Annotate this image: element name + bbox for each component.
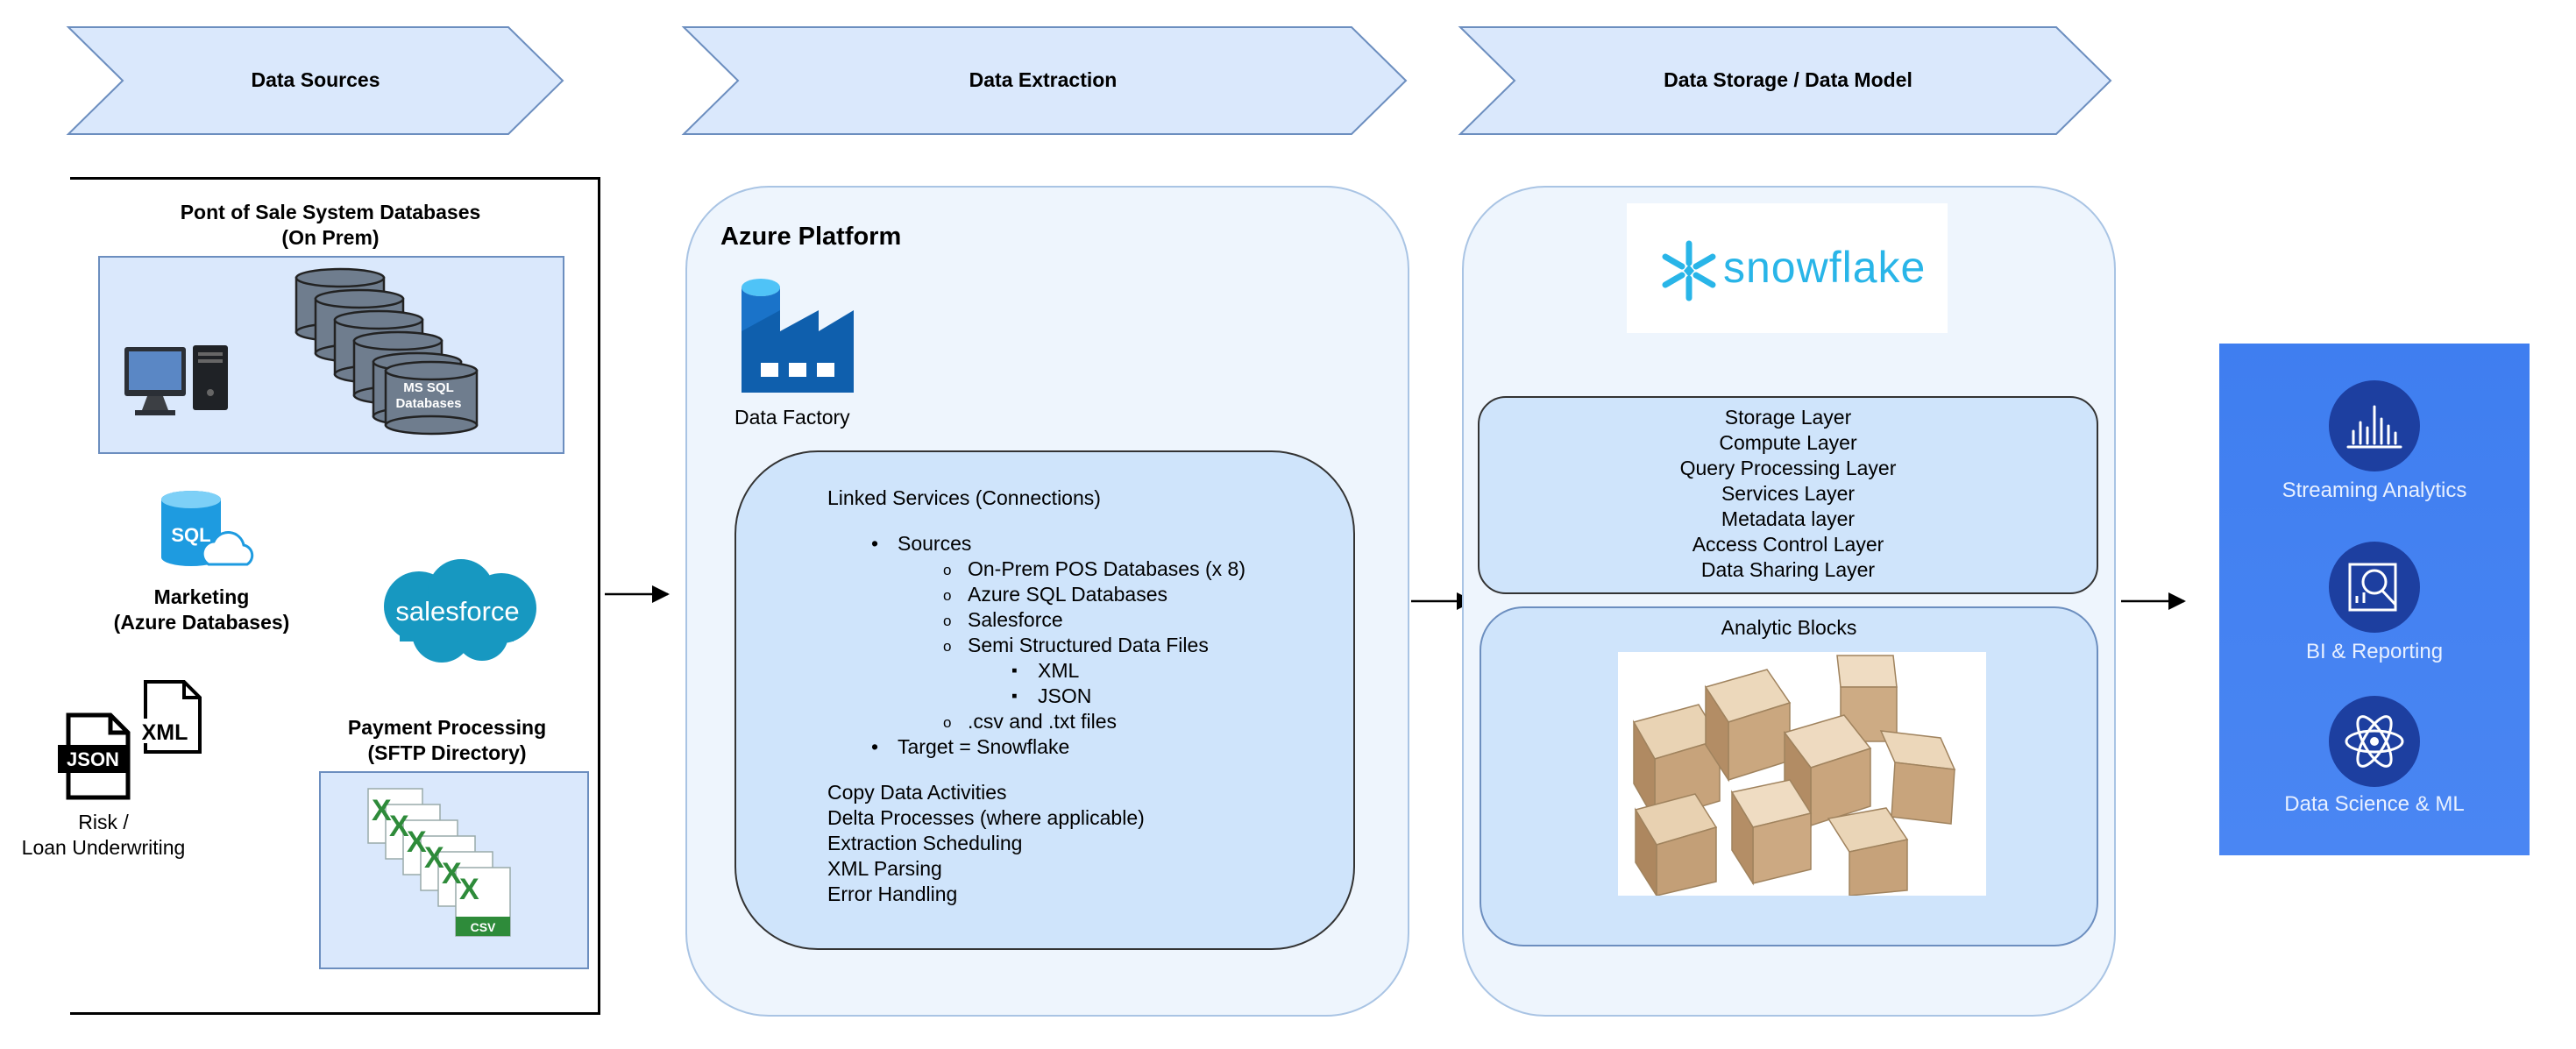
salesforce-logo-text: salesforce: [395, 596, 519, 627]
activity-item: Delta Processes (where applicable): [827, 806, 1145, 829]
stage-label-storage: Data Storage / Data Model: [1664, 68, 1912, 91]
db-label: MS SQL Databases: [372, 380, 486, 412]
layer-item: Query Processing Layer: [1679, 457, 1897, 479]
csv-files-icon: XXX XXX CSV: [367, 788, 511, 937]
risk-line2: Loan Underwriting: [21, 836, 186, 859]
svg-text:X: X: [459, 873, 479, 906]
marketing-line1: Marketing: [153, 585, 250, 608]
pos-title-line1: Pont of Sale System Databases: [180, 201, 481, 223]
svg-text:X: X: [407, 826, 427, 859]
extraction-list: Sources: [871, 531, 972, 556]
csv-list: .csv and .txt files: [943, 709, 1117, 735]
layer-item: Compute Layer: [1719, 431, 1857, 454]
consumer-label-bi: BI & Reporting: [2305, 640, 2444, 663]
bar-chart-icon: [2346, 405, 2402, 449]
payment-label: Payment Processing (SFTP Directory): [316, 715, 578, 766]
source-item: On-Prem POS Databases (x 8): [943, 556, 1245, 583]
source-item: Semi Structured Data Files: [943, 633, 1245, 659]
stage-chevron-extraction: [681, 26, 1408, 135]
risk-label: Risk / Loan Underwriting: [0, 810, 207, 861]
analytic-title: Analytic Blocks: [1721, 616, 1857, 639]
svg-text:X: X: [442, 857, 462, 890]
activity-item: Extraction Scheduling: [827, 832, 1023, 854]
consumer-label-ds: Data Science & ML: [2284, 792, 2465, 816]
payment-line1: Payment Processing: [347, 716, 547, 739]
stage-chevrons: [66, 26, 2112, 135]
source-item: Azure SQL Databases: [943, 582, 1245, 608]
pos-title: Pont of Sale System Databases (On Prem): [98, 200, 563, 251]
svg-text:X: X: [389, 810, 409, 843]
stage-chevron-storage: [1458, 26, 2112, 135]
azure-platform-title: Azure Platform: [720, 223, 902, 251]
snowflake-logo-text: snowflake: [1723, 243, 1927, 292]
json-icon-text: JSON: [67, 748, 119, 770]
marketing-label: Marketing (Azure Databases): [88, 585, 316, 635]
db-label-line2: Databases: [395, 396, 462, 411]
source-items-list: On-Prem POS Databases (x 8) Azure SQL Da…: [943, 556, 1245, 659]
layer-item: Storage Layer: [1724, 406, 1852, 429]
azure-sql-icon: SQL: [161, 491, 254, 566]
consumer-label-streaming: Streaming Analytics: [2281, 478, 2467, 502]
stage-label-extraction: Data Extraction: [969, 68, 1118, 91]
salesforce-logo: salesforce: [384, 559, 536, 663]
semi-item: XML: [1011, 658, 1091, 684]
svg-text:X: X: [372, 794, 392, 827]
stage-label-sources: Data Sources: [251, 68, 380, 91]
pos-title-line2: (On Prem): [281, 226, 380, 249]
source-item: Salesforce: [943, 607, 1245, 634]
computer-icon: [124, 345, 228, 415]
marketing-line2: (Azure Databases): [113, 611, 290, 634]
layer-item: Access Control Layer: [1692, 533, 1884, 556]
activity-item: Error Handling: [827, 882, 958, 905]
json-file-icon: JSON: [58, 712, 131, 800]
semi-item: JSON: [1011, 684, 1092, 709]
data-factory-label: Data Factory: [734, 406, 850, 429]
atom-icon: [2345, 715, 2404, 768]
data-factory-icon: [742, 279, 854, 393]
semi-items-list: XML JSON: [1011, 658, 1092, 709]
csv-icon-text: CSV: [471, 920, 496, 934]
sources-bullet: Sources: [871, 531, 972, 556]
layers-list: Storage Layer Compute Layer Query Proces…: [1478, 405, 2098, 583]
activity-item: XML Parsing: [827, 857, 942, 880]
snowflake-logo-icon: [1662, 240, 1716, 301]
report-magnifier-icon: [2348, 563, 2397, 612]
sql-icon-text: SQL: [171, 524, 210, 546]
target-list: Target = Snowflake: [871, 734, 1069, 760]
stage-chevron-sources: [66, 26, 564, 135]
database-stack-icon: [295, 267, 479, 436]
sources-panel: [70, 177, 600, 1015]
layer-item: Data Sharing Layer: [1700, 558, 1876, 581]
xml-file-icon: XML: [142, 680, 202, 754]
db-label-line1: MS SQL: [403, 380, 454, 395]
svg-text:X: X: [424, 841, 444, 875]
linked-services-title: Linked Services (Connections): [827, 486, 1101, 509]
layers-box: [1478, 396, 2098, 594]
target-item: Target = Snowflake: [871, 734, 1069, 760]
activity-item: Copy Data Activities: [827, 781, 1007, 804]
payment-line2: (SFTP Directory): [367, 741, 527, 764]
layer-item: Metadata layer: [1721, 507, 1856, 530]
activities-list: Copy Data Activities Delta Processes (wh…: [827, 780, 1145, 907]
risk-line1: Risk /: [78, 811, 129, 833]
bi-circle: [2329, 542, 2420, 633]
wooden-blocks-image: [1618, 652, 1986, 896]
xml-icon-text: XML: [142, 720, 188, 745]
sources-label: Sources: [898, 532, 972, 555]
csv-item: .csv and .txt files: [943, 709, 1117, 735]
layer-item: Services Layer: [1721, 482, 1856, 505]
